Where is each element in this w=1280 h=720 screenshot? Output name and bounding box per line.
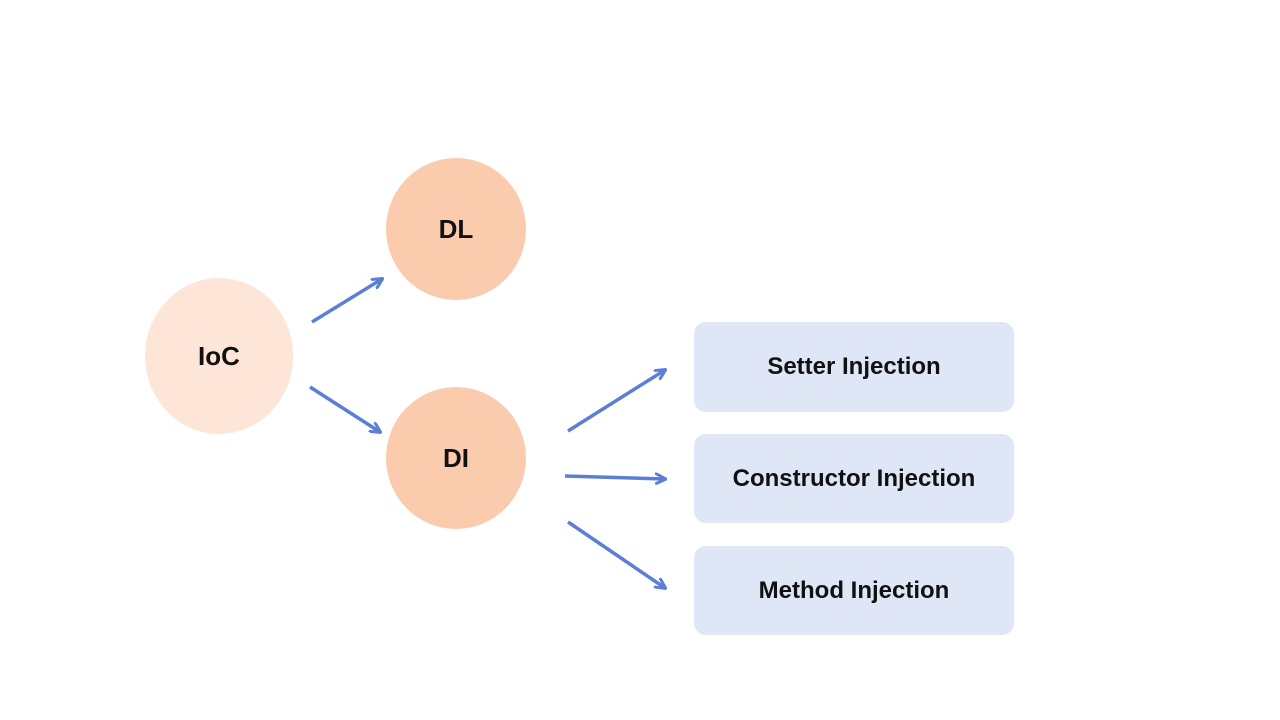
ioc-node: IoC — [145, 278, 293, 434]
arrow-di-to-constructor — [564, 476, 665, 479]
arrow-di-to-setter — [567, 370, 665, 433]
dl-node: DL — [386, 158, 526, 300]
method-injection-label: Method Injection — [758, 576, 950, 604]
arrow-ioc-to-dl — [311, 279, 382, 324]
setter-injection-box: Setter Injection — [694, 322, 1014, 412]
constructor-injection-box: Constructor Injection — [694, 434, 1014, 523]
arrow-ioc-to-di — [309, 385, 380, 432]
constructor-injection-label: Constructor Injection — [732, 464, 976, 492]
ioc-label: IoC — [198, 340, 240, 371]
arrow-di-to-method — [567, 520, 665, 588]
method-injection-box: Method Injection — [694, 546, 1014, 635]
di-node: DI — [386, 387, 526, 529]
dl-label: DL — [438, 213, 474, 244]
di-label: DI — [443, 442, 469, 473]
setter-injection-label: Setter Injection — [767, 353, 941, 380]
